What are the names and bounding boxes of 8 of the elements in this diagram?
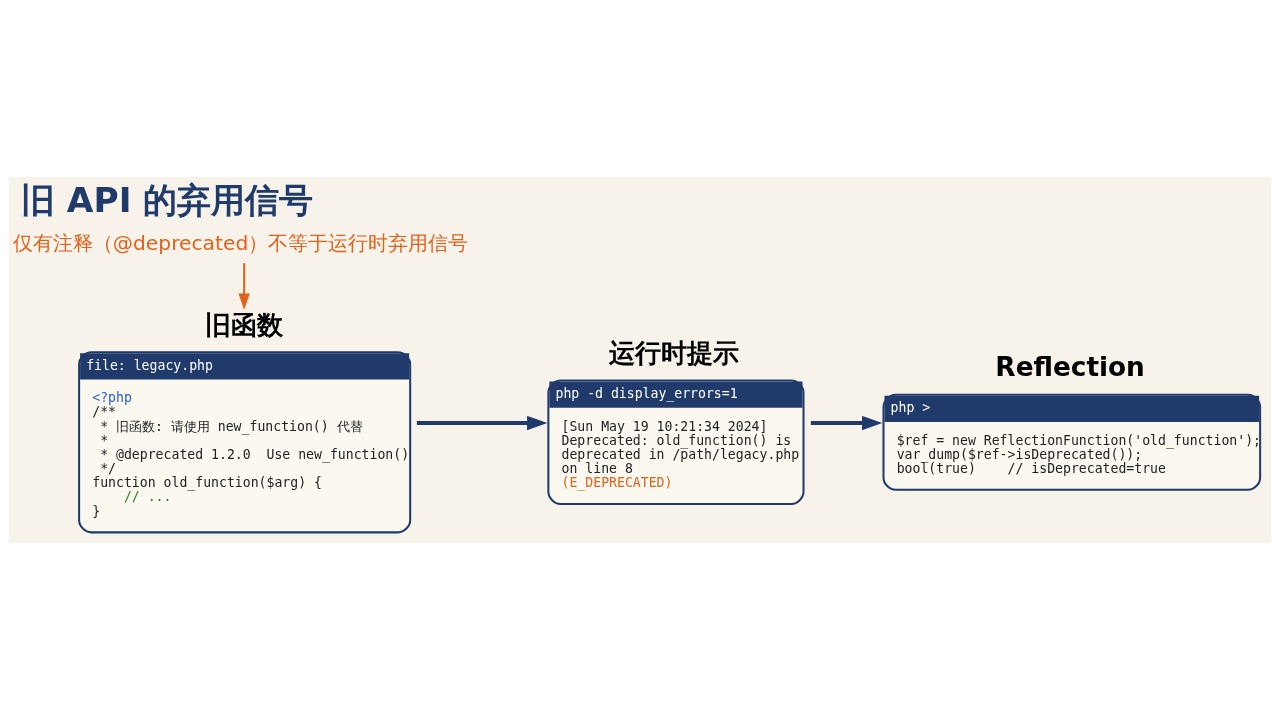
node-label: 运行时提示 [609, 338, 740, 369]
arrow [810, 415, 883, 431]
node-label: Reflection [995, 352, 1145, 383]
arrow [238, 263, 250, 310]
arrow [416, 415, 548, 431]
node-label: 旧函数 [204, 309, 283, 340]
node-text: 仅有注释（@deprecated）不等于运行时弃用信号 [12, 230, 469, 255]
diagram-title: 旧 API 的弃用信号 [20, 179, 314, 220]
